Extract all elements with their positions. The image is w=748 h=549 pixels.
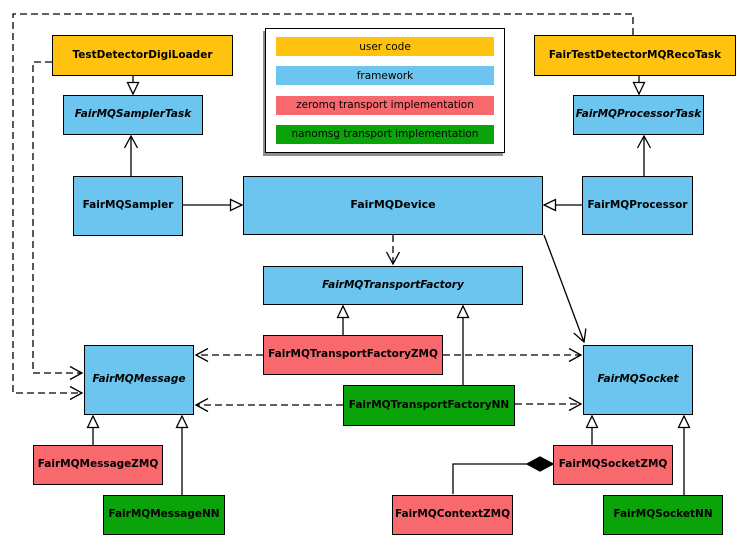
node-fairmqtransportfactoryzmq: FairMQTransportFactoryZMQ	[263, 335, 443, 375]
node-fairmqsocketzmq: FairMQSocketZMQ	[553, 445, 673, 485]
node-fairmqsamplertask: FairMQSamplerTask	[63, 95, 203, 135]
node-fairmqtransportfactory: FairMQTransportFactory	[263, 266, 523, 305]
node-fairmqcontextzmq: FairMQContextZMQ	[392, 495, 513, 535]
node-fairmqmessagenn: FairMQMessageNN	[103, 495, 225, 535]
node-fairmqmessagezmq: FairMQMessageZMQ	[33, 445, 163, 485]
node-fairtestdetectormqrecotask: FairTestDetectorMQRecoTask	[534, 35, 736, 76]
legend: user code framework zeromq transport imp…	[265, 28, 505, 153]
node-fairmqsocketnn: FairMQSocketNN	[603, 495, 723, 535]
node-fairmqprocessortask: FairMQProcessorTask	[573, 95, 704, 135]
legend-item-user-code: user code	[276, 37, 494, 56]
legend-item-nanomsg: nanomsg transport implementation	[276, 124, 494, 144]
edge-socketzmq-contextzmq	[452, 463, 527, 494]
node-fairmqsocket: FairMQSocket	[583, 345, 693, 415]
node-fairmqtransportfactorynn: FairMQTransportFactoryNN	[343, 385, 515, 426]
node-testdetectordigiloader: TestDetectorDigiLoader	[52, 35, 233, 76]
node-fairmqprocessor: FairMQProcessor	[582, 176, 693, 235]
legend-item-zeromq: zeromq transport implementation	[276, 95, 494, 115]
edge-device-socket	[543, 234, 587, 344]
node-fairmqdevice: FairMQDevice	[243, 176, 543, 235]
node-fairmqmessage: FairMQMessage	[84, 345, 194, 415]
composition-diamond	[525, 456, 555, 472]
legend-item-framework: framework	[276, 66, 494, 86]
node-fairmqsampler: FairMQSampler	[73, 176, 183, 236]
